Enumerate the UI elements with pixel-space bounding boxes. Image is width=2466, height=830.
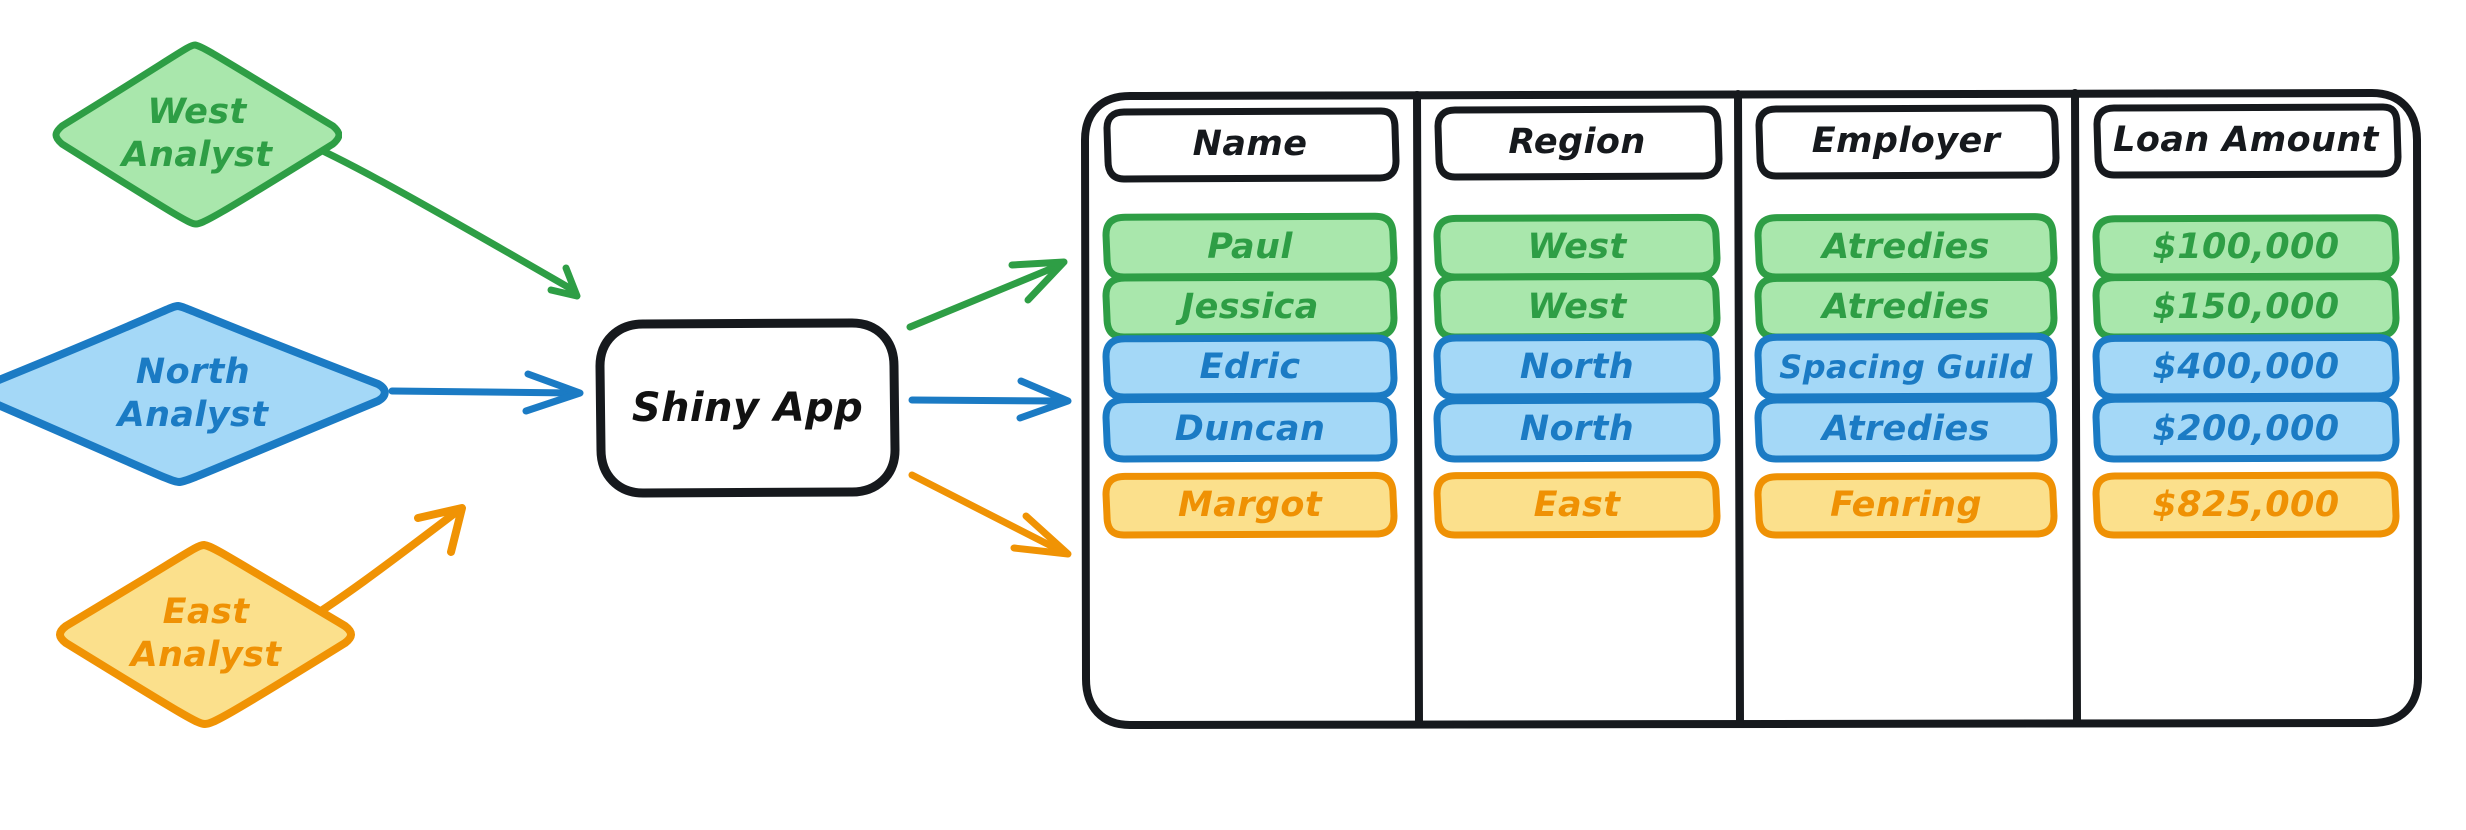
table-cell[interactable]: Atredies <box>1754 273 2058 341</box>
table-cell[interactable]: Duncan <box>1102 395 1398 463</box>
arrow-app-to-green-rows <box>906 258 1068 331</box>
header-pill-outline <box>2093 103 2402 179</box>
table-cell[interactable]: Paul <box>1102 212 1398 281</box>
cell-label: Fenring <box>1830 485 1982 525</box>
rounded-rect-shape-black <box>595 318 900 498</box>
table-divider-1 <box>1413 91 1423 728</box>
table-cell[interactable]: Margot <box>1102 471 1398 539</box>
cell-label: Edric <box>1199 347 1301 387</box>
table-divider-3 <box>2071 89 2081 727</box>
shiny-app-label: Shiny App <box>631 385 864 431</box>
cell-label: $825,000 <box>2152 485 2340 525</box>
cell-label: East <box>1533 485 1621 525</box>
cell-pill-shape <box>2092 471 2400 539</box>
cell-pill-shape <box>1433 396 1721 463</box>
cell-label: Paul <box>1207 227 1293 267</box>
cell-pill-shape <box>1754 472 2058 539</box>
table-cell[interactable]: Atredies <box>1754 213 2058 281</box>
arrow-app-to-orange-rows <box>908 471 1072 558</box>
cell-label: $100,000 <box>2152 227 2340 267</box>
cell-label: Atredies <box>1822 287 1990 327</box>
cell-label: $400,000 <box>2152 347 2340 387</box>
table-divider-2 <box>1734 90 1744 728</box>
cell-pill-shape <box>1754 395 2058 463</box>
table-header-region: Region <box>1434 105 1723 181</box>
table-header-employer: Employer <box>1755 104 2060 180</box>
cell-label: North <box>1519 409 1635 449</box>
cell-label: West <box>1527 287 1627 327</box>
node-shiny-app[interactable]: Shiny App <box>595 318 900 498</box>
table-cell[interactable]: $400,000 <box>2092 333 2400 401</box>
cell-label: Atredies <box>1822 227 1990 267</box>
diamond-shape-green <box>52 41 343 228</box>
table-outer-border <box>1081 89 2422 729</box>
header-label: Employer <box>1811 121 2001 161</box>
cell-pill-shape <box>1433 471 1721 539</box>
table-cell[interactable]: West <box>1433 272 1721 341</box>
cell-pill-shape <box>1433 333 1721 401</box>
arrow-north-to-app <box>388 370 584 415</box>
table-cell[interactable]: $150,000 <box>2092 273 2400 341</box>
cell-label: Duncan <box>1174 409 1326 449</box>
header-pill-outline <box>1434 105 1723 181</box>
table-cell[interactable]: East <box>1433 471 1721 539</box>
table-cell[interactable]: $825,000 <box>2092 471 2400 539</box>
arrow-app-to-blue-rows <box>908 377 1072 422</box>
cell-label: $200,000 <box>2152 409 2340 449</box>
cell-label: $150,000 <box>2152 287 2340 327</box>
table-cell[interactable]: North <box>1433 396 1721 463</box>
header-pill-outline <box>1103 107 1400 183</box>
table-cell[interactable]: Atredies <box>1754 395 2058 463</box>
cell-label: West <box>1527 227 1627 267</box>
cell-pill-shape <box>1102 471 1398 539</box>
table-cell[interactable]: $200,000 <box>2092 394 2400 463</box>
table-header-loan-amount: Loan Amount <box>2093 103 2402 179</box>
table-cell[interactable]: Edric <box>1102 334 1398 401</box>
diamond-shape-orange <box>56 541 355 728</box>
header-label: Loan Amount <box>2113 120 2379 160</box>
table-cell[interactable]: Jessica <box>1102 273 1398 341</box>
cell-label: North <box>1519 347 1635 387</box>
cell-label: Atredies <box>1822 409 1990 449</box>
table-cell[interactable]: North <box>1433 333 1721 401</box>
table-header-name: Name <box>1103 107 1400 183</box>
header-label: Region <box>1508 122 1646 162</box>
cell-label: Spacing Guild <box>1779 348 2033 386</box>
cell-pill-shape <box>1102 395 1398 463</box>
cell-label: Margot <box>1178 485 1322 525</box>
cell-label: Jessica <box>1181 287 1319 327</box>
table-cell[interactable]: Spacing Guild <box>1754 332 2058 401</box>
diamond-shape-blue <box>0 302 389 486</box>
cell-pill-shape <box>2092 394 2400 463</box>
table-cell[interactable]: Fenring <box>1754 472 2058 539</box>
header-label: Name <box>1192 124 1308 164</box>
table-cell[interactable]: West <box>1433 213 1721 281</box>
header-pill-outline <box>1755 104 2060 180</box>
table-cell[interactable]: $100,000 <box>2092 214 2400 281</box>
